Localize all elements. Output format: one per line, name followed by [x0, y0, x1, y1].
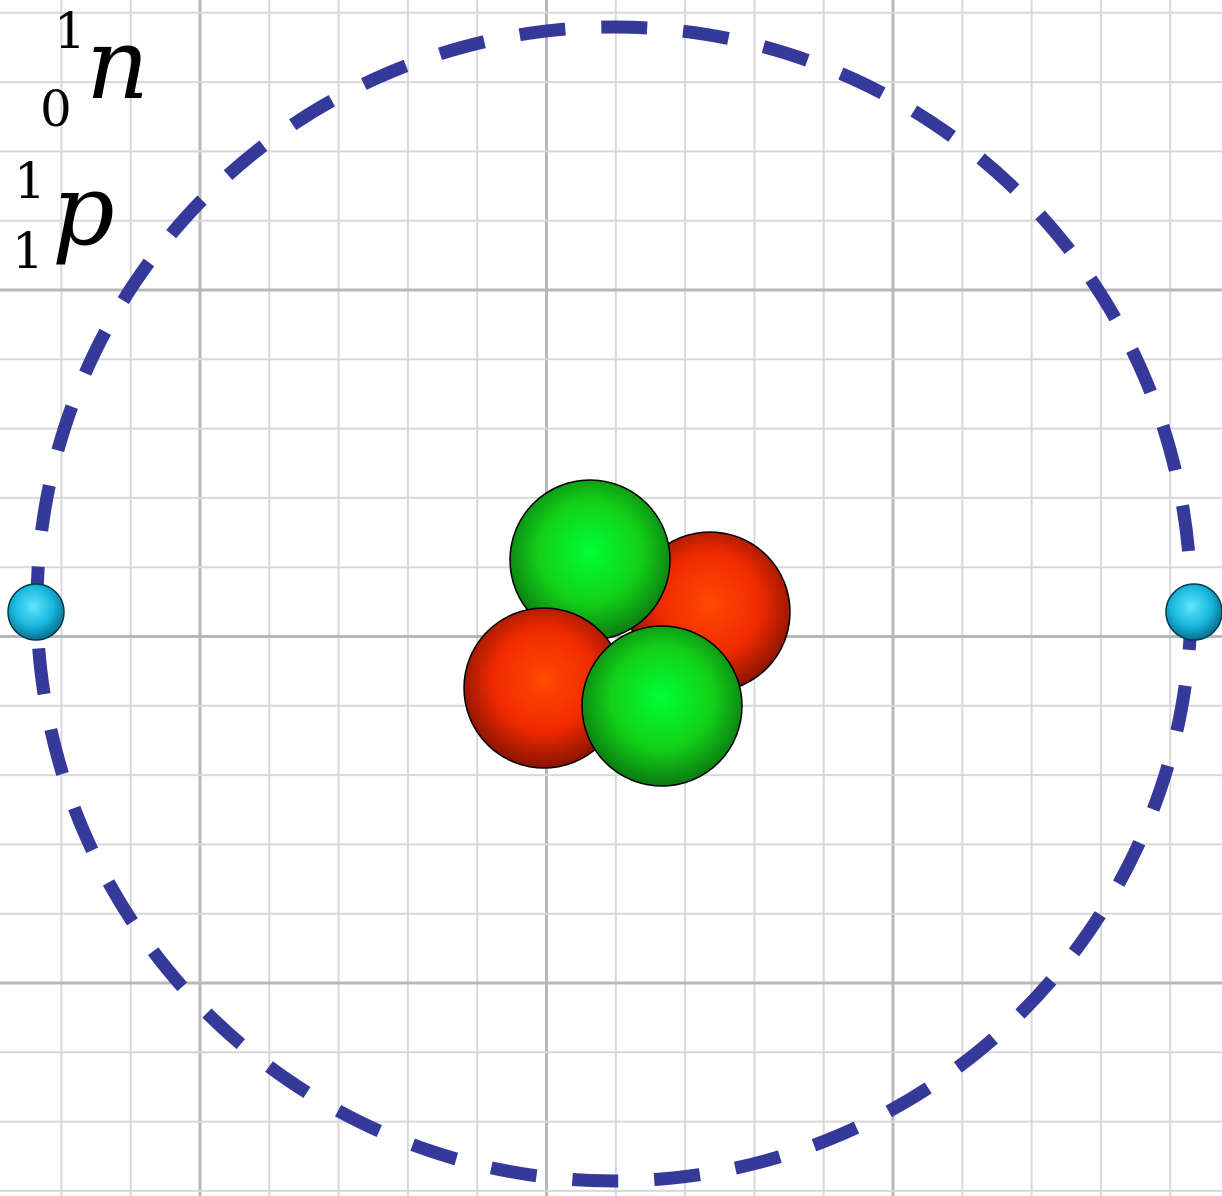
electron-right — [1165, 583, 1222, 641]
neutron-atomic-number: 0 — [40, 80, 72, 138]
proton-notation: 1 1 p — [12, 152, 115, 280]
neutron-symbol: n — [86, 8, 149, 122]
nucleus-neutron — [581, 625, 743, 787]
proton-atomic-number: 1 — [12, 222, 44, 280]
electrons — [7, 583, 1222, 641]
proton-symbol: p — [52, 154, 115, 268]
neutron-mass-number: 1 — [54, 2, 86, 60]
electron-left — [7, 583, 65, 641]
neutron-notation: 1 0 n — [40, 2, 149, 138]
nucleus — [463, 479, 791, 787]
proton-mass-number: 1 — [14, 152, 46, 210]
